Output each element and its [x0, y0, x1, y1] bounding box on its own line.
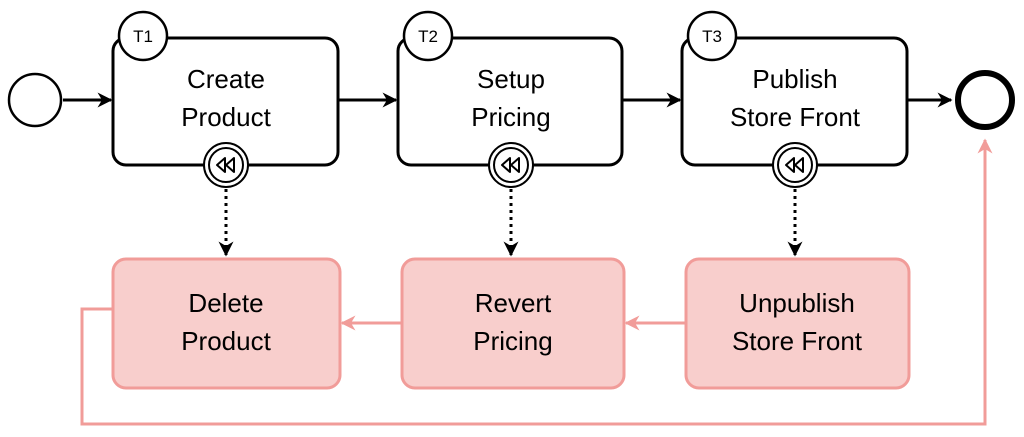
compensation-label-line1: Revert	[475, 288, 552, 318]
compensation-label-line2: Store Front	[732, 326, 863, 356]
compensation-return-flow	[80, 138, 993, 426]
compensation-label-line2: Product	[181, 326, 271, 356]
start-event	[7, 72, 63, 128]
task-create-product: Create Product	[111, 36, 340, 167]
compensation-label-line1: Unpublish	[739, 288, 855, 318]
task-label-line2: Product	[181, 102, 271, 132]
task-badge-t2: T2	[402, 10, 454, 62]
compensation-revert-pricing: Revert Pricing	[400, 257, 626, 390]
task-label-line1: Setup	[477, 64, 545, 94]
task-label-line1: Publish	[752, 64, 837, 94]
task-badge-t1: T1	[117, 10, 169, 62]
task-label-line1: Create	[187, 64, 265, 94]
task-badge-label: T2	[418, 27, 438, 46]
task-badge-label: T3	[702, 27, 722, 46]
compensation-unpublish-store-front: Unpublish Store Front	[684, 257, 911, 390]
task-badge-t3: T3	[686, 10, 738, 62]
rewind-icon	[203, 142, 249, 188]
rewind-icon	[772, 142, 818, 188]
compensation-label-line2: Pricing	[473, 326, 552, 356]
compensation-delete-product: Delete Product	[111, 257, 342, 390]
rewind-icon	[488, 142, 534, 188]
end-event	[955, 70, 1015, 130]
task-label-line2: Pricing	[471, 102, 550, 132]
task-badge-label: T1	[133, 27, 153, 46]
task-publish-store-front: Publish Store Front	[680, 36, 909, 167]
task-label-line2: Store Front	[730, 102, 861, 132]
compensation-label-line1: Delete	[188, 288, 263, 318]
